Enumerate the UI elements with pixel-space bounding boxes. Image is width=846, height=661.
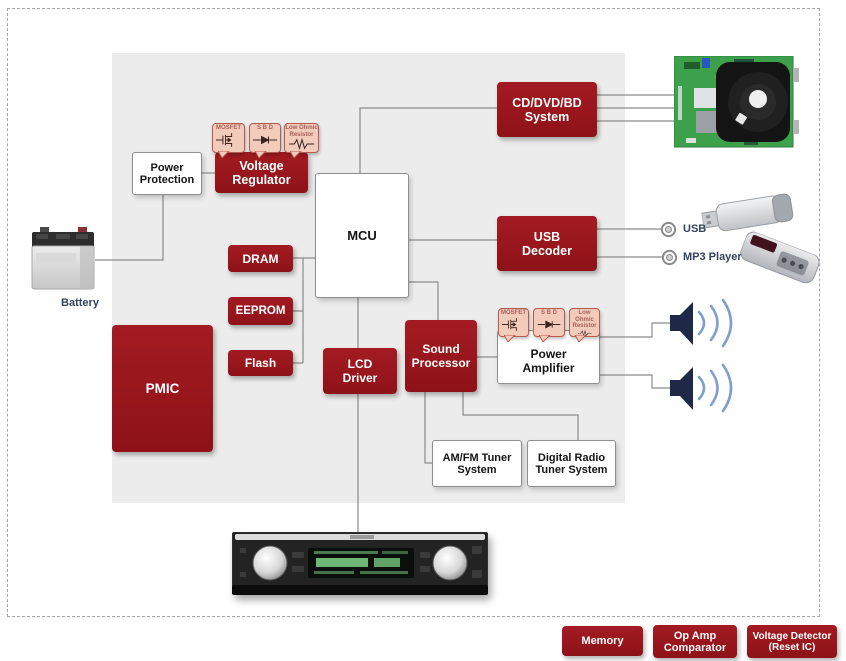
chip-sbd[interactable]: S B D bbox=[249, 123, 281, 158]
chip-label: MOSFET bbox=[501, 310, 526, 316]
chip-mosfet[interactable]: MOSFET bbox=[212, 123, 245, 158]
block-label: EEPROM bbox=[235, 305, 286, 317]
callout-tail bbox=[575, 335, 587, 342]
mosfet-symbol-icon bbox=[501, 317, 517, 331]
diode-symbol-icon bbox=[537, 320, 561, 328]
block-label: Digital Radio Tuner System bbox=[535, 451, 608, 476]
block-label: Power Protection bbox=[139, 161, 195, 186]
callout-tail bbox=[504, 335, 516, 342]
chip-low-ohmic-resistor[interactable]: Low Ohmic Resistor bbox=[569, 308, 600, 342]
block-label: LCD Driver bbox=[342, 357, 378, 385]
resistor-symbol-icon bbox=[577, 329, 591, 336]
block-flash[interactable]: Flash bbox=[228, 350, 293, 376]
sound-waves-icon bbox=[697, 363, 733, 413]
mp3-port-icon bbox=[661, 249, 678, 266]
block-label: Power Amplifier bbox=[522, 347, 575, 375]
legend-op-amp-comparator[interactable]: Op Amp Comparator bbox=[653, 625, 737, 658]
legend-label: Voltage Detector (Reset IC) bbox=[752, 630, 832, 653]
block-usb-decoder[interactable]: USB Decoder bbox=[497, 216, 597, 271]
speaker-icon bbox=[668, 296, 743, 351]
mp3-player-image bbox=[737, 229, 826, 290]
block-lcd-driver[interactable]: LCD Driver bbox=[323, 348, 397, 394]
usb-label: USB bbox=[683, 223, 706, 235]
block-label: CD/DVD/BD System bbox=[512, 95, 582, 124]
callout-tail bbox=[539, 335, 551, 342]
legend-voltage-detector[interactable]: Voltage Detector (Reset IC) bbox=[747, 625, 837, 658]
block-digital-radio-tuner-system[interactable]: Digital Radio Tuner System bbox=[527, 440, 616, 487]
diagram-border bbox=[7, 8, 820, 617]
callout-tail bbox=[255, 151, 267, 158]
legend-label: Op Amp Comparator bbox=[663, 629, 727, 654]
block-label: DRAM bbox=[242, 251, 279, 266]
car-stereo-image bbox=[232, 532, 488, 595]
chip-mosfet[interactable]: MOSFET bbox=[498, 308, 529, 342]
block-amfm-tuner-system[interactable]: AM/FM Tuner System bbox=[432, 440, 522, 487]
diode-symbol-icon bbox=[252, 135, 278, 144]
sound-waves-icon bbox=[697, 298, 733, 348]
block-mcu[interactable]: MCU bbox=[315, 173, 409, 298]
callout-tail bbox=[218, 151, 230, 158]
mosfet-symbol-icon bbox=[215, 132, 232, 147]
mp3-player-label-text: MP3 Player bbox=[683, 251, 742, 263]
block-cd-dvd-bd-system[interactable]: CD/DVD/BD System bbox=[497, 82, 597, 137]
battery-image bbox=[30, 227, 98, 293]
cd-drive-image bbox=[674, 56, 800, 149]
block-label: AM/FM Tuner System bbox=[442, 451, 512, 476]
chip-sbd[interactable]: S B D bbox=[533, 308, 565, 342]
callout-tail bbox=[290, 151, 302, 158]
chip-label: S B D bbox=[540, 310, 557, 316]
block-label: Voltage Regulator bbox=[232, 158, 291, 187]
block-label: Flash bbox=[244, 356, 277, 370]
block-label: MCU bbox=[347, 228, 377, 243]
usb-stick-image bbox=[700, 190, 796, 236]
battery-label: Battery bbox=[40, 297, 120, 309]
chip-label: Low Ohmic Resistor bbox=[572, 310, 597, 329]
chip-label: S B D bbox=[256, 125, 273, 131]
block-sound-processor[interactable]: Sound Processor bbox=[405, 320, 477, 392]
block-eeprom[interactable]: EEPROM bbox=[228, 297, 293, 325]
resistor-symbol-icon bbox=[288, 138, 314, 150]
usb-label-text: USB bbox=[683, 223, 707, 235]
block-dram[interactable]: DRAM bbox=[228, 245, 293, 272]
chip-low-ohmic-resistor[interactable]: Low Ohmic Resistor bbox=[284, 123, 319, 158]
chip-label: Low Ohmic Resistor bbox=[285, 125, 318, 138]
block-label: USB Decoder bbox=[521, 229, 573, 258]
battery-label-text: Battery bbox=[61, 297, 99, 309]
legend-label: Memory bbox=[581, 635, 624, 647]
block-label: Sound Processor bbox=[411, 342, 471, 370]
legend-memory[interactable]: Memory bbox=[562, 626, 643, 656]
block-label: PMIC bbox=[145, 381, 180, 396]
chip-label: MOSFET bbox=[216, 125, 241, 131]
speaker-icon bbox=[668, 361, 743, 416]
block-pmic[interactable]: PMIC bbox=[112, 325, 213, 452]
mp3-player-label: MP3 Player bbox=[683, 251, 742, 263]
block-power-protection[interactable]: Power Protection bbox=[132, 152, 202, 195]
usb-port-icon bbox=[660, 221, 677, 238]
block-voltage-regulator[interactable]: Voltage Regulator bbox=[215, 152, 308, 193]
